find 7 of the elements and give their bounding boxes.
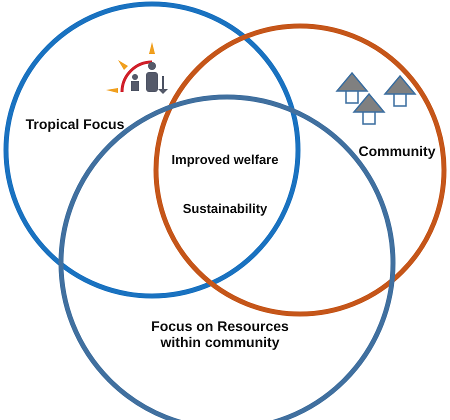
circle-label: Tropical Focus	[24, 116, 126, 132]
venn-circle	[154, 24, 446, 316]
circle-label: Community	[358, 143, 436, 159]
circle-label: Focus on Resources within community	[150, 318, 290, 350]
venn-circle	[4, 2, 300, 298]
overlap-label: Sustainability	[182, 201, 268, 216]
overlap-label: Improved welfare	[170, 152, 280, 167]
